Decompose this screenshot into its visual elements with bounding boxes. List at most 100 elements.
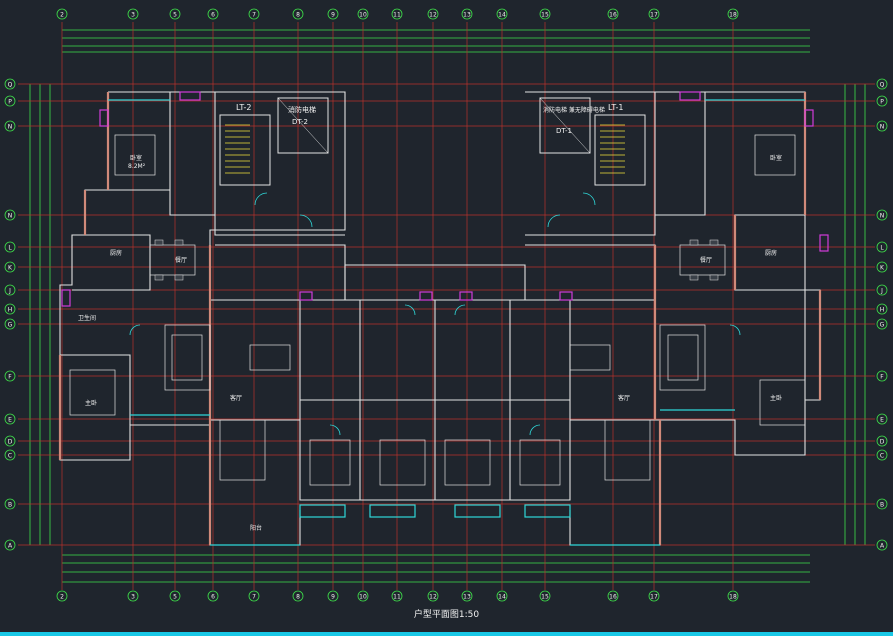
- door-swings: [129, 192, 741, 436]
- axis-label-row: G: [880, 322, 885, 329]
- axis-label-row: B: [880, 502, 884, 509]
- axis-label-column: 13: [463, 594, 471, 601]
- axis-label-column: 5: [173, 12, 177, 19]
- axis-label-row: H: [8, 307, 13, 314]
- axis-label-column: 10: [359, 12, 367, 19]
- axis-label-column: 17: [650, 12, 658, 19]
- axis-label-row: D: [880, 439, 885, 446]
- stair-right-label: LT-1: [608, 103, 623, 112]
- elevator-shaft-right: [539, 97, 591, 154]
- axis-label-column: 14: [498, 12, 506, 19]
- axis-bubble: [876, 78, 888, 90]
- elevator-cross-left-a: [277, 97, 329, 154]
- axis-bubble: [4, 95, 16, 107]
- axis-label-column: 11: [393, 594, 401, 601]
- axis-bubble: [391, 8, 403, 20]
- axis-bubble: [727, 590, 739, 602]
- axis-bubbles: 2233556677889910101111121213131414151516…: [4, 8, 888, 602]
- axis-label-column: 2: [60, 594, 64, 601]
- axis-bubble: [169, 590, 181, 602]
- axis-label-row: K: [8, 265, 13, 272]
- axis-bubble: [4, 78, 16, 90]
- bottom-status-bar: [0, 632, 893, 636]
- axis-bubble: [248, 590, 260, 602]
- axis-bubble: [4, 209, 16, 221]
- axis-label-row: H: [880, 307, 885, 314]
- drawing-title: 户型平面图1:50: [413, 610, 480, 620]
- accent-fixtures: [61, 91, 829, 307]
- axis-label-column: 9: [331, 12, 335, 19]
- axis-label-column: 2: [60, 12, 64, 19]
- axis-bubble: [648, 8, 660, 20]
- axis-label-row: C: [8, 453, 12, 460]
- axis-label-row: Q: [8, 82, 13, 89]
- axis-label-row: E: [8, 417, 12, 424]
- axis-bubble: [4, 498, 16, 510]
- axis-label-column: 10: [359, 594, 367, 601]
- axis-bubble: [648, 590, 660, 602]
- axis-bubble: [876, 498, 888, 510]
- room-labels: 卧室 8.2M² 客厅 餐厅 厨房 卫生间 主卧 阳台 客厅 餐厅 厨房 卧室 …: [78, 154, 782, 532]
- axis-label-row: K: [880, 265, 885, 272]
- axis-label-row: F: [8, 374, 12, 381]
- axis-bubble: [391, 590, 403, 602]
- axis-bubble: [876, 95, 888, 107]
- axis-bubble: [357, 8, 369, 20]
- room-label: 卫生间: [78, 314, 96, 322]
- axis-label-column: 11: [393, 12, 401, 19]
- stair-left-label: LT-2: [236, 103, 251, 112]
- axis-label-row: P: [880, 99, 884, 106]
- axis-label-row: P: [8, 99, 12, 106]
- axis-label-column: 15: [541, 12, 549, 19]
- axis-bubble: [876, 318, 888, 330]
- axis-bubble: [427, 590, 439, 602]
- axis-label-column: 14: [498, 594, 506, 601]
- axis-bubble: [207, 8, 219, 20]
- axis-label-column: 7: [252, 594, 256, 601]
- axis-bubble: [876, 449, 888, 461]
- axis-label-row: A: [8, 543, 13, 550]
- axis-bubble: [127, 590, 139, 602]
- axis-label-row: J: [880, 288, 883, 295]
- axis-bubble: [56, 8, 68, 20]
- axis-bubble: [169, 8, 181, 20]
- axis-label-column: 18: [729, 594, 737, 601]
- elevator-left-name: 消防电梯: [288, 105, 316, 114]
- wall-hatch: [58, 92, 822, 545]
- axis-bubble: [327, 8, 339, 20]
- axis-label-column: 16: [609, 594, 617, 601]
- right-dimension-band: [844, 84, 866, 545]
- axis-label-row: B: [8, 502, 12, 509]
- room-label: 客厅: [230, 394, 242, 402]
- axis-bubble: [127, 8, 139, 20]
- axis-label-row: L: [8, 245, 12, 252]
- axis-bubble: [427, 8, 439, 20]
- elevator-shaft-left: [277, 97, 329, 154]
- axis-bubble: [876, 370, 888, 382]
- bottom-dimension-band: [62, 554, 810, 583]
- axis-bubble: [876, 261, 888, 273]
- axis-bubble: [4, 318, 16, 330]
- axis-bubble: [4, 435, 16, 447]
- axis-label-row: G: [8, 322, 13, 329]
- axis-label-row: C: [880, 453, 884, 460]
- axis-label-row: A: [880, 543, 885, 550]
- axis-label-column: 7: [252, 12, 256, 19]
- axis-bubble: [207, 590, 219, 602]
- axis-bubble: [461, 590, 473, 602]
- room-label: 餐厅: [175, 256, 187, 264]
- axis-label-row: N: [8, 124, 13, 131]
- axis-label-column: 18: [729, 12, 737, 19]
- axis-label-column: 9: [331, 594, 335, 601]
- axis-bubble: [876, 539, 888, 551]
- axis-grid-lines: [18, 22, 875, 590]
- axis-label-column: 15: [541, 594, 549, 601]
- axis-bubble: [4, 539, 16, 551]
- axis-bubble: [496, 8, 508, 20]
- axis-label-row: N: [880, 213, 885, 220]
- room-label: 卧室: [130, 154, 142, 162]
- axis-bubble: [4, 413, 16, 425]
- axis-bubble: [876, 209, 888, 221]
- axis-bubble: [4, 120, 16, 132]
